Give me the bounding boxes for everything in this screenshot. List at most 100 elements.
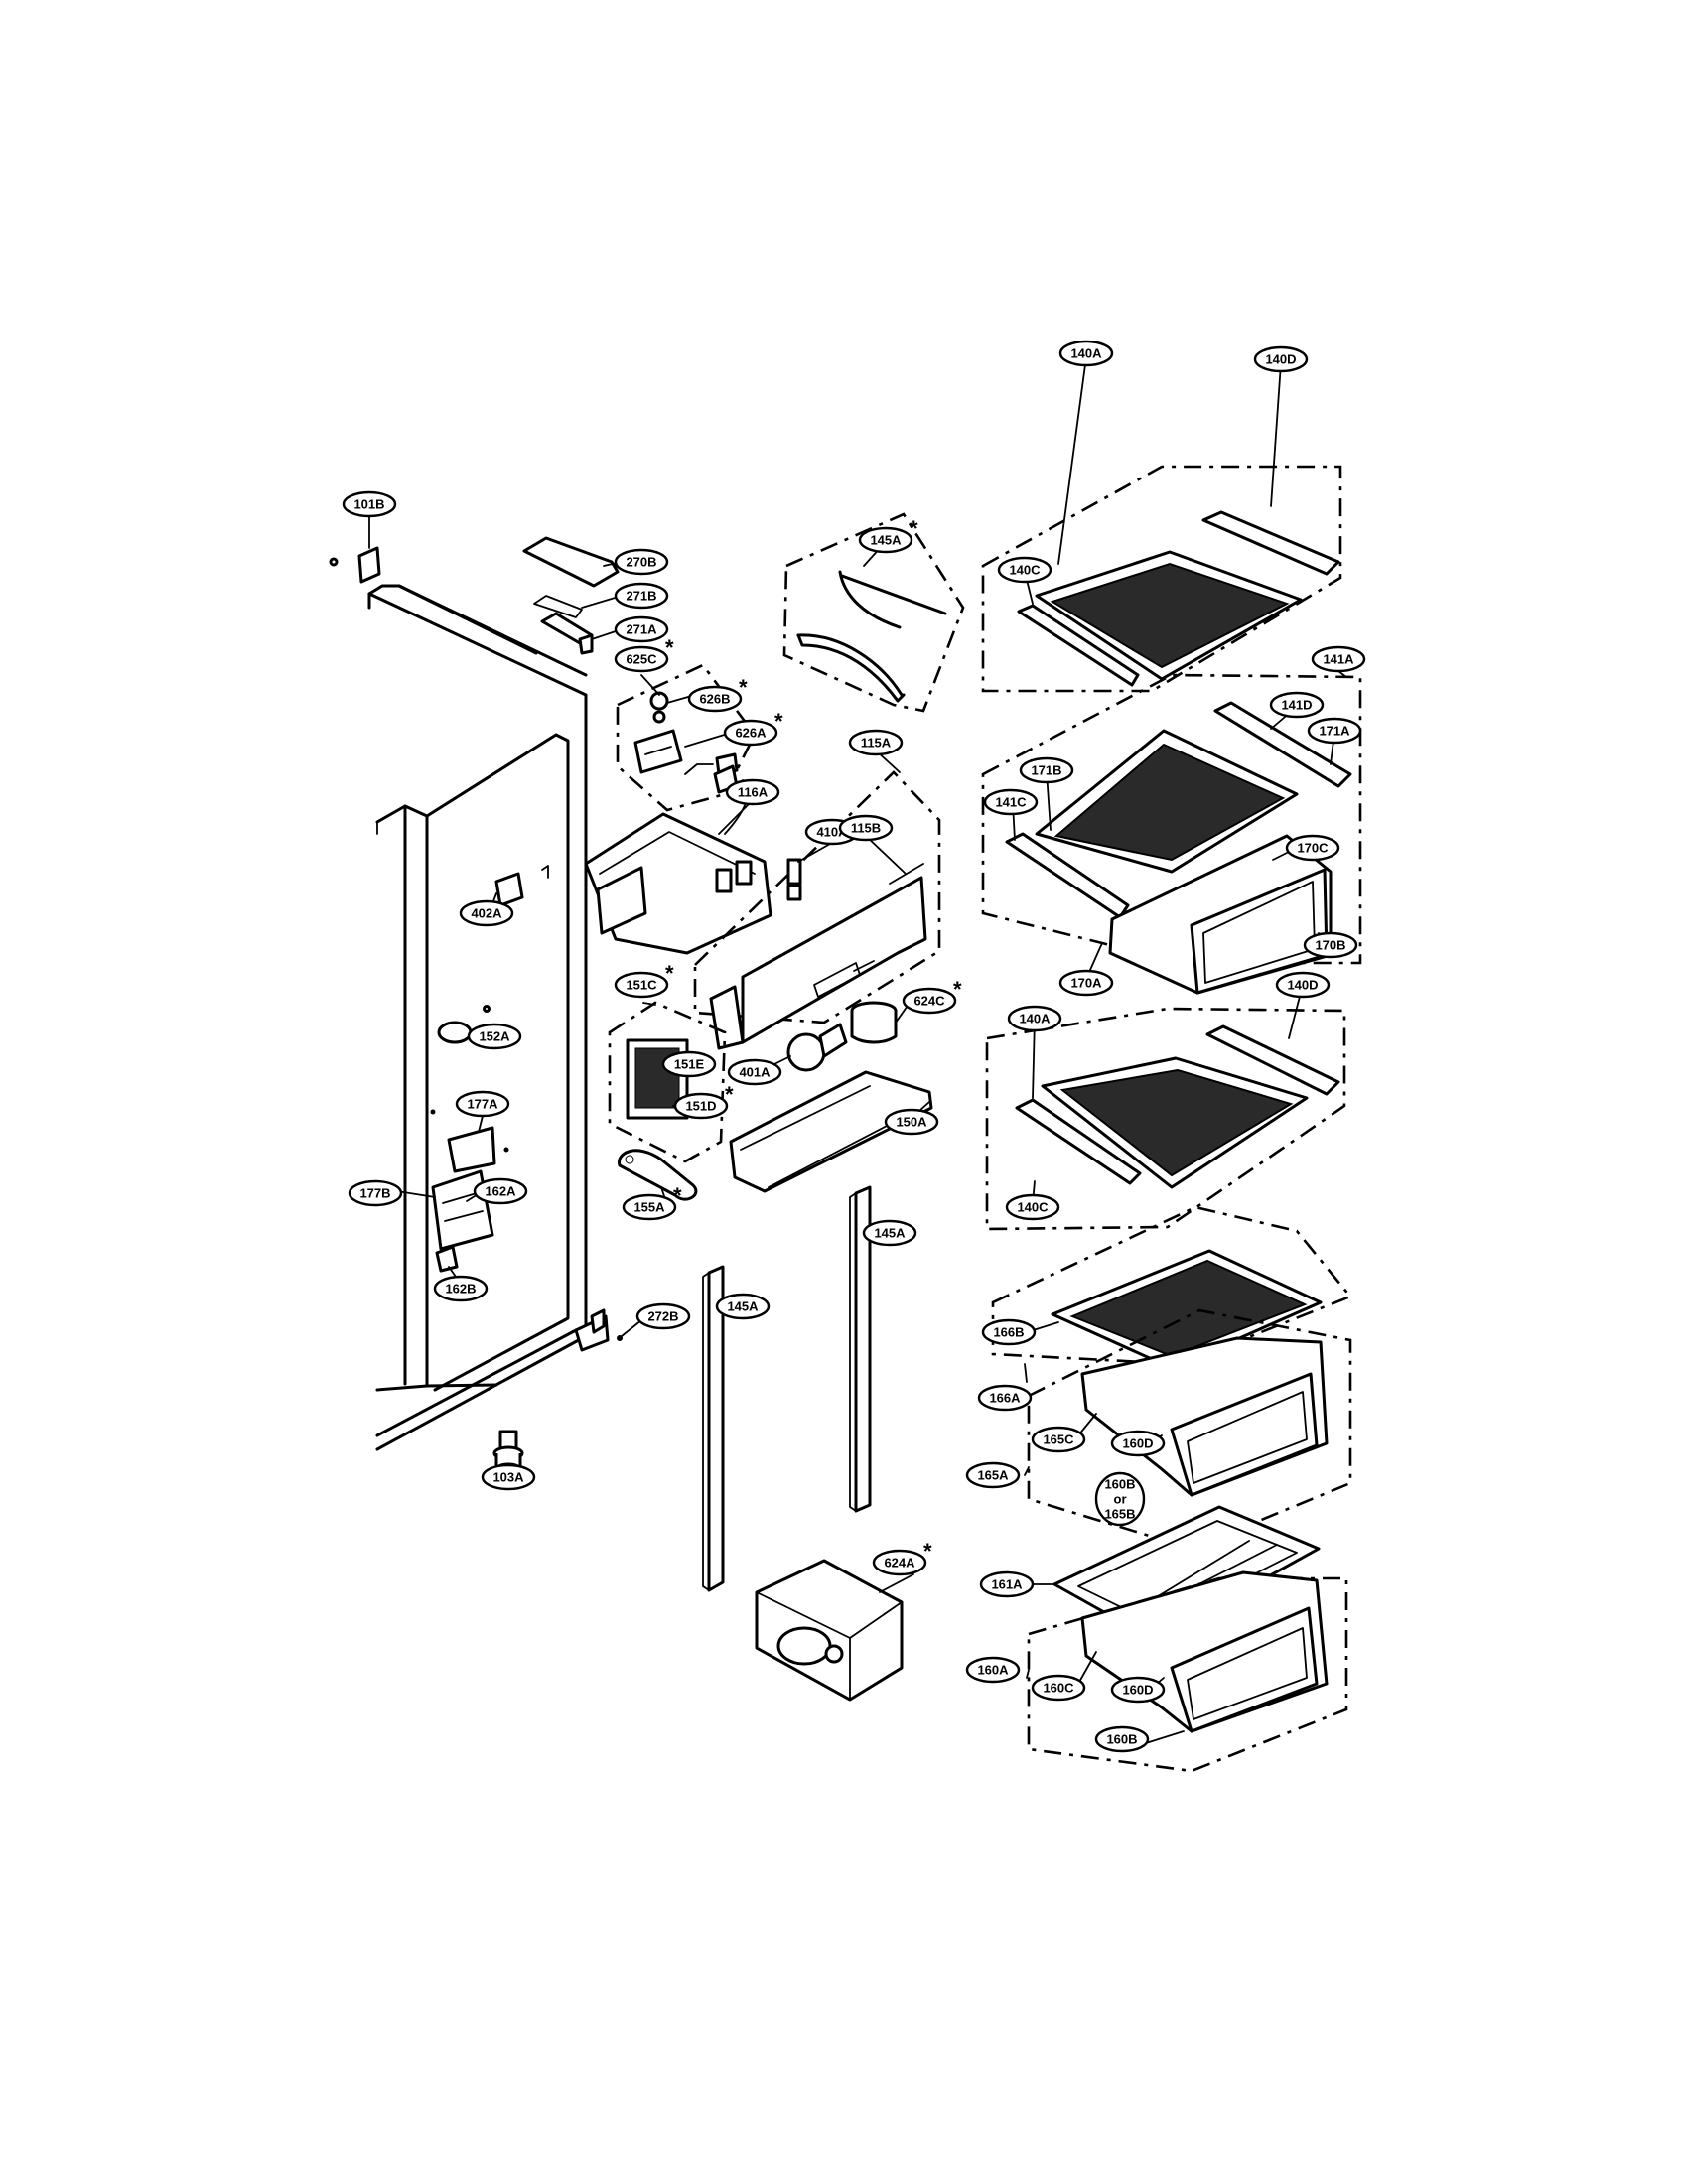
part-label-text: 152A bbox=[479, 1029, 510, 1044]
part-label-text: 402A bbox=[471, 906, 502, 921]
part-label-text: 271A bbox=[626, 622, 657, 637]
part-label-text: 160D bbox=[1122, 1436, 1153, 1451]
part-label-text: 162A bbox=[485, 1184, 516, 1199]
part-label-624c: 624C * bbox=[902, 977, 962, 1015]
part-label-145a-top: 145A* bbox=[858, 516, 918, 554]
part-label-text: 101B bbox=[353, 497, 384, 512]
crisper-160A bbox=[1027, 1570, 1348, 1773]
part-label-text: 166A bbox=[989, 1391, 1021, 1406]
part-label-624a: 624A * bbox=[872, 1539, 932, 1576]
part-label-text: 151C bbox=[626, 978, 657, 993]
part-label-141a: 141A bbox=[1311, 645, 1366, 673]
part-label-140d-top: 140D bbox=[1253, 345, 1309, 373]
part-label-text: 145A bbox=[727, 1299, 759, 1314]
part-label-text: 165C bbox=[1043, 1433, 1074, 1447]
part-label-115a: 115A bbox=[848, 729, 904, 756]
cover-145A-top bbox=[782, 512, 965, 713]
part-label-text: 625C bbox=[626, 652, 657, 667]
shelf-rails-145A bbox=[702, 1185, 872, 1592]
part-label-270b: 270B bbox=[614, 548, 669, 576]
part-label-text: 116A bbox=[738, 785, 769, 800]
shelf-166A bbox=[991, 1205, 1353, 1370]
part-label-text: 140D bbox=[1265, 352, 1296, 367]
part-label-145a-left: 145A bbox=[715, 1293, 771, 1320]
part-label-150a: 150A bbox=[884, 1108, 939, 1136]
part-label-165c: 165C bbox=[1031, 1426, 1086, 1453]
control-panel-115 bbox=[693, 770, 941, 1050]
part-label-103a: 103A bbox=[481, 1463, 536, 1491]
asterisk-marker: * bbox=[910, 516, 918, 541]
part-labels: 101B270B271B271A625C*626B*626A*145A*140A… bbox=[342, 340, 1366, 1753]
part-label-151c: 151C * bbox=[614, 961, 674, 999]
part-label-text: 171B bbox=[1031, 763, 1061, 778]
part-label-text: 151D bbox=[685, 1099, 716, 1114]
part-label-177a: 177A bbox=[455, 1090, 510, 1118]
shelf-141A-assembly bbox=[981, 673, 1362, 995]
part-label-text: 271B bbox=[626, 589, 656, 604]
part-label-152a: 152A bbox=[467, 1023, 522, 1050]
asterisk-marker: * bbox=[665, 961, 674, 986]
part-label-162a: 162A bbox=[473, 1177, 528, 1205]
asterisk-marker: * bbox=[953, 977, 962, 1002]
part-label-160a: 160A bbox=[965, 1656, 1021, 1684]
part-label-140a-mid: 140A bbox=[1007, 1005, 1062, 1032]
asterisk-marker: * bbox=[774, 709, 783, 734]
part-label-text: 160A bbox=[977, 1663, 1009, 1678]
shelf-140A-top bbox=[981, 465, 1342, 693]
crisper-165A bbox=[1027, 1308, 1352, 1551]
part-label-text: 401A bbox=[739, 1065, 771, 1080]
part-label-140a-top: 140A bbox=[1058, 340, 1114, 367]
part-label-140d-mid: 140D bbox=[1275, 971, 1331, 999]
part-label-text: 140A bbox=[1019, 1012, 1051, 1026]
part-label-text: 624A bbox=[884, 1556, 915, 1570]
part-label-text: 160B bbox=[1104, 1477, 1135, 1492]
part-label-141c: 141C bbox=[983, 788, 1039, 816]
part-label-160d-lower: 160D bbox=[1110, 1676, 1166, 1704]
part-label-text: 161A bbox=[991, 1577, 1023, 1592]
part-label-text: 141C bbox=[995, 795, 1027, 810]
part-label-141d: 141D bbox=[1269, 691, 1325, 719]
part-label-170a: 170A bbox=[1058, 969, 1114, 997]
part-label-116a: 116A bbox=[725, 778, 780, 806]
part-label-text: 140D bbox=[1287, 978, 1318, 993]
part-label-271b: 271B bbox=[614, 582, 669, 610]
fan-624A bbox=[755, 1559, 904, 1702]
part-label-text: 150A bbox=[896, 1115, 927, 1130]
part-label-151e: 151E bbox=[661, 1050, 717, 1078]
part-label-text: 140A bbox=[1070, 346, 1102, 361]
part-label-text: 160B bbox=[1106, 1732, 1137, 1747]
part-label-160d-upper: 160D bbox=[1110, 1430, 1166, 1457]
asterisk-marker: * bbox=[673, 1183, 682, 1208]
part-label-text: 145A bbox=[874, 1226, 906, 1241]
part-label-text: 155A bbox=[633, 1200, 665, 1215]
part-label-170b: 170B bbox=[1303, 931, 1358, 959]
light-assembly bbox=[729, 1001, 933, 1193]
part-label-625c: 625C * bbox=[614, 635, 674, 673]
part-label-155a: 155A * bbox=[622, 1183, 682, 1221]
part-label-166b: 166B bbox=[981, 1318, 1037, 1346]
part-label-text: 626B bbox=[699, 692, 730, 707]
part-label-text: 626A bbox=[735, 726, 767, 741]
part-label-165a: 165A bbox=[965, 1461, 1021, 1489]
part-label-text: 177A bbox=[467, 1097, 498, 1112]
part-label-171b: 171B bbox=[1019, 756, 1074, 784]
part-label-text: 166B bbox=[993, 1325, 1024, 1340]
part-label-166a: 166A bbox=[977, 1384, 1033, 1412]
part-label-text: 141A bbox=[1323, 652, 1354, 667]
part-label-text: 171A bbox=[1319, 724, 1350, 739]
part-label-145a-right: 145A bbox=[862, 1219, 917, 1247]
part-label-text: 170B bbox=[1315, 938, 1345, 953]
part-label-text: or bbox=[1114, 1492, 1127, 1507]
part-label-101b: 101B bbox=[342, 490, 397, 518]
damper-parts bbox=[522, 536, 757, 812]
part-label-text: 272B bbox=[647, 1309, 678, 1324]
part-label-text: 165B bbox=[1104, 1507, 1135, 1522]
duct-116A bbox=[584, 764, 772, 955]
part-label-115b: 115B bbox=[838, 814, 894, 842]
cabinet bbox=[329, 546, 623, 1476]
part-label-text: 624C bbox=[913, 994, 945, 1009]
asterisk-marker: * bbox=[923, 1539, 932, 1564]
part-label-text: 140C bbox=[1017, 1200, 1049, 1215]
asterisk-marker: * bbox=[665, 635, 674, 660]
part-label-text: 115B bbox=[851, 821, 881, 836]
